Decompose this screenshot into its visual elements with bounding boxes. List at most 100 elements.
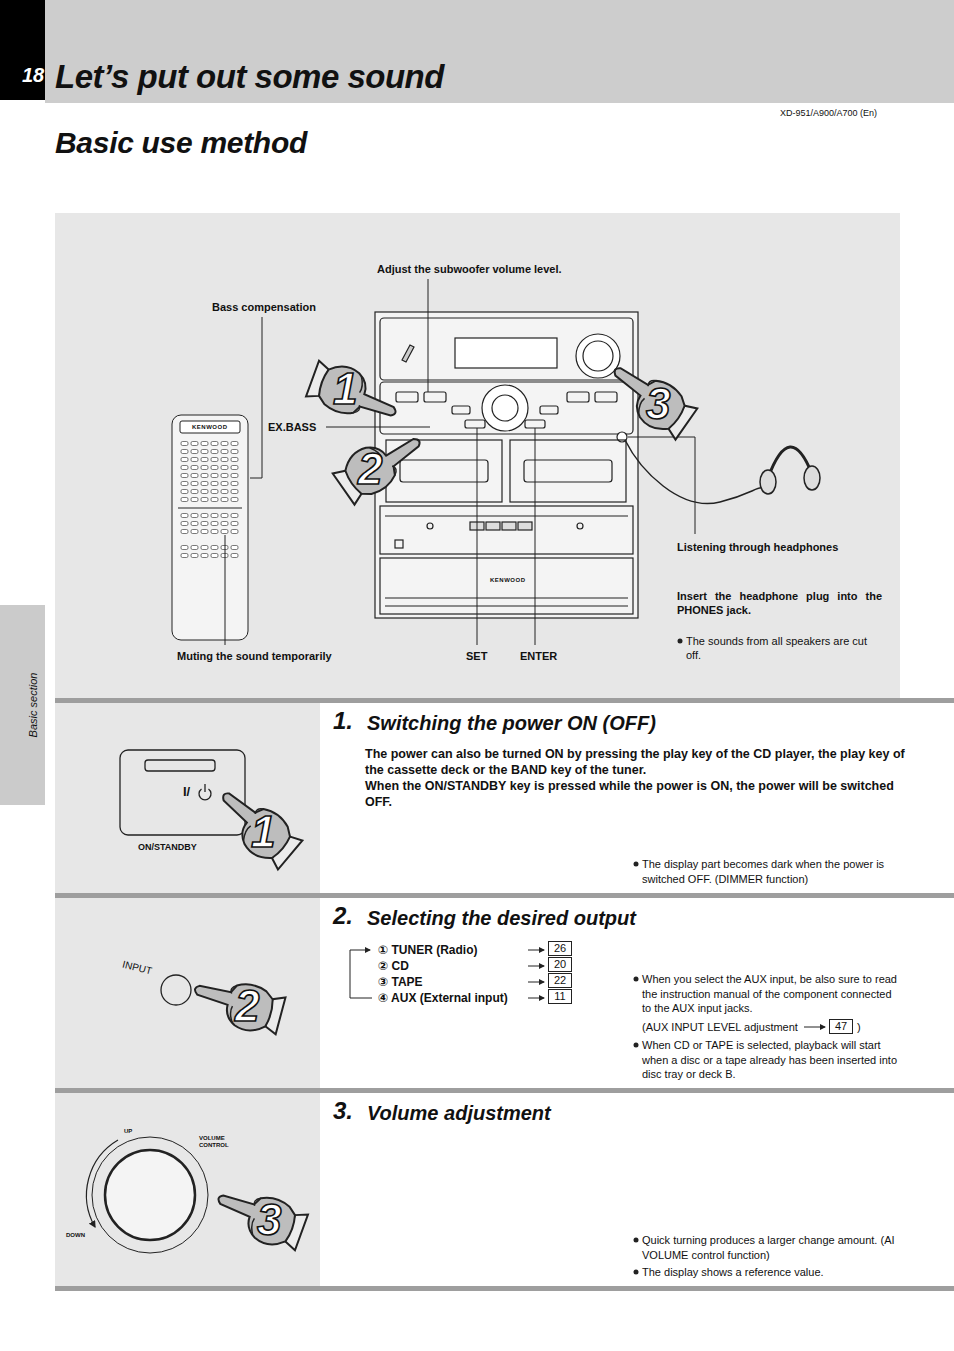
leader-line [628, 437, 695, 534]
stereo-unit [427, 523, 433, 529]
page-number: 18 [22, 63, 44, 87]
source-item: ③ TAPE [378, 974, 423, 990]
stereo-unit [465, 420, 485, 428]
list-bracket [804, 1027, 825, 1028]
callout-text: Muting the sound temporarily [177, 649, 332, 663]
remote-control [180, 440, 240, 504]
list-bracket [528, 966, 544, 967]
list-bracket [528, 998, 544, 999]
leader-line [225, 535, 226, 645]
page-ref-box: 20 [548, 957, 572, 972]
note-text: The display shows a reference value. [642, 1265, 902, 1280]
volume-knob [87, 1137, 208, 1253]
stereo-unit [486, 522, 500, 530]
step-heading: Switching the power ON (OFF) [367, 710, 656, 736]
pointing-hand [305, 357, 405, 430]
note-text: When CD or TAPE is selected, playback wi… [642, 1038, 902, 1082]
leader-line [428, 279, 429, 392]
source-item: ① TUNER (Radio) [378, 942, 478, 958]
stereo-unit [402, 345, 414, 362]
page-badge: 18 [0, 0, 45, 100]
headphones [625, 440, 768, 504]
stereo-unit [525, 420, 545, 428]
stereo-unit [482, 385, 528, 431]
step-band: Volume adjustmentQuick turning produces … [55, 1088, 954, 1286]
stereo-unit [524, 460, 612, 482]
callout-text: ENTER [520, 649, 557, 663]
stereo-unit [540, 406, 558, 414]
stereo-unit [375, 312, 638, 618]
input-key [161, 975, 191, 1005]
stereo-unit [518, 522, 532, 530]
page-grounds [55, 1088, 954, 1093]
key-name: ON/STANDBY [138, 842, 197, 853]
section-tab: Basic section [0, 605, 45, 805]
bullet [634, 1270, 639, 1275]
stereo-unit [510, 440, 626, 502]
note-text: (AUX INPUT LEVEL adjustment [642, 1020, 798, 1035]
power-key [145, 760, 215, 771]
power-key [204, 784, 205, 792]
remote-control [172, 415, 248, 640]
input-key [161, 975, 191, 1005]
page-ref: 20 [549, 958, 571, 971]
bullet [634, 977, 639, 982]
brand-logo: KENWOOD [192, 424, 228, 431]
callout-number: 2 [235, 984, 259, 1028]
stereo-unit [595, 392, 617, 402]
stereo-unit [400, 460, 488, 482]
stereo-unit [424, 392, 446, 402]
callout-number: 1 [251, 810, 275, 854]
step-heading: Volume adjustment [367, 1100, 551, 1126]
stereo-unit [385, 605, 628, 606]
page-ref: 47 [830, 1020, 852, 1033]
pointing-hand [188, 971, 286, 1038]
callout-number: 2 [358, 447, 382, 491]
callout-text: EX.BASS [268, 420, 316, 434]
remote-control [180, 512, 240, 536]
pointing-hand [188, 780, 309, 1254]
page-ref: 11 [549, 990, 571, 1003]
remote-control [180, 421, 240, 433]
leader-line [535, 428, 536, 645]
knob-marking: DOWN [66, 1232, 85, 1239]
step-band: 2620221147Selecting the desired output① … [55, 893, 954, 1088]
callout-text: Listening through headphones [677, 540, 838, 554]
note-text: When you select the AUX input, be also s… [642, 972, 902, 1016]
page-ref-box: 26 [548, 941, 572, 956]
brand-logo: KENWOOD [490, 577, 526, 584]
page-grounds [0, 605, 45, 805]
section-tab-text: Basic section [26, 655, 40, 755]
remote-control [172, 415, 248, 640]
page-grounds [55, 898, 320, 1088]
page-ref: 26 [549, 942, 571, 955]
stereo-unit [380, 506, 633, 554]
stereo-unit [380, 558, 633, 614]
note-text: The display part becomes dark when the p… [642, 857, 902, 886]
pointing-hand [207, 780, 305, 872]
bullet [634, 1238, 639, 1243]
stereo-unit [380, 318, 633, 380]
page-grounds [55, 893, 954, 898]
volume-knob [87, 1140, 118, 1227]
callout-number: 3 [257, 1198, 281, 1242]
stereo-unit [452, 406, 470, 414]
note-text: Quick turning produces a larger change a… [642, 1233, 902, 1262]
page-grounds [0, 0, 954, 1291]
callout-number: 1 [333, 367, 357, 411]
stereo-unit [380, 382, 633, 434]
pointing-hand [305, 354, 700, 507]
model-number: XD-951/A900/A700 (En) [780, 108, 877, 119]
page-grounds [55, 1286, 954, 1291]
section-title: Basic use method [55, 125, 307, 161]
bullet [634, 862, 639, 867]
callout-text: SET [466, 649, 487, 663]
page-title: Let’s put out some sound [55, 57, 444, 97]
page-grounds [0, 0, 45, 100]
callout-number: 3 [646, 382, 670, 426]
bullet [678, 639, 683, 644]
source-item: ② CD [378, 958, 409, 974]
page-ref-box: 11 [548, 989, 572, 1004]
note-text: The sounds from all speakers are cut off… [686, 634, 881, 662]
